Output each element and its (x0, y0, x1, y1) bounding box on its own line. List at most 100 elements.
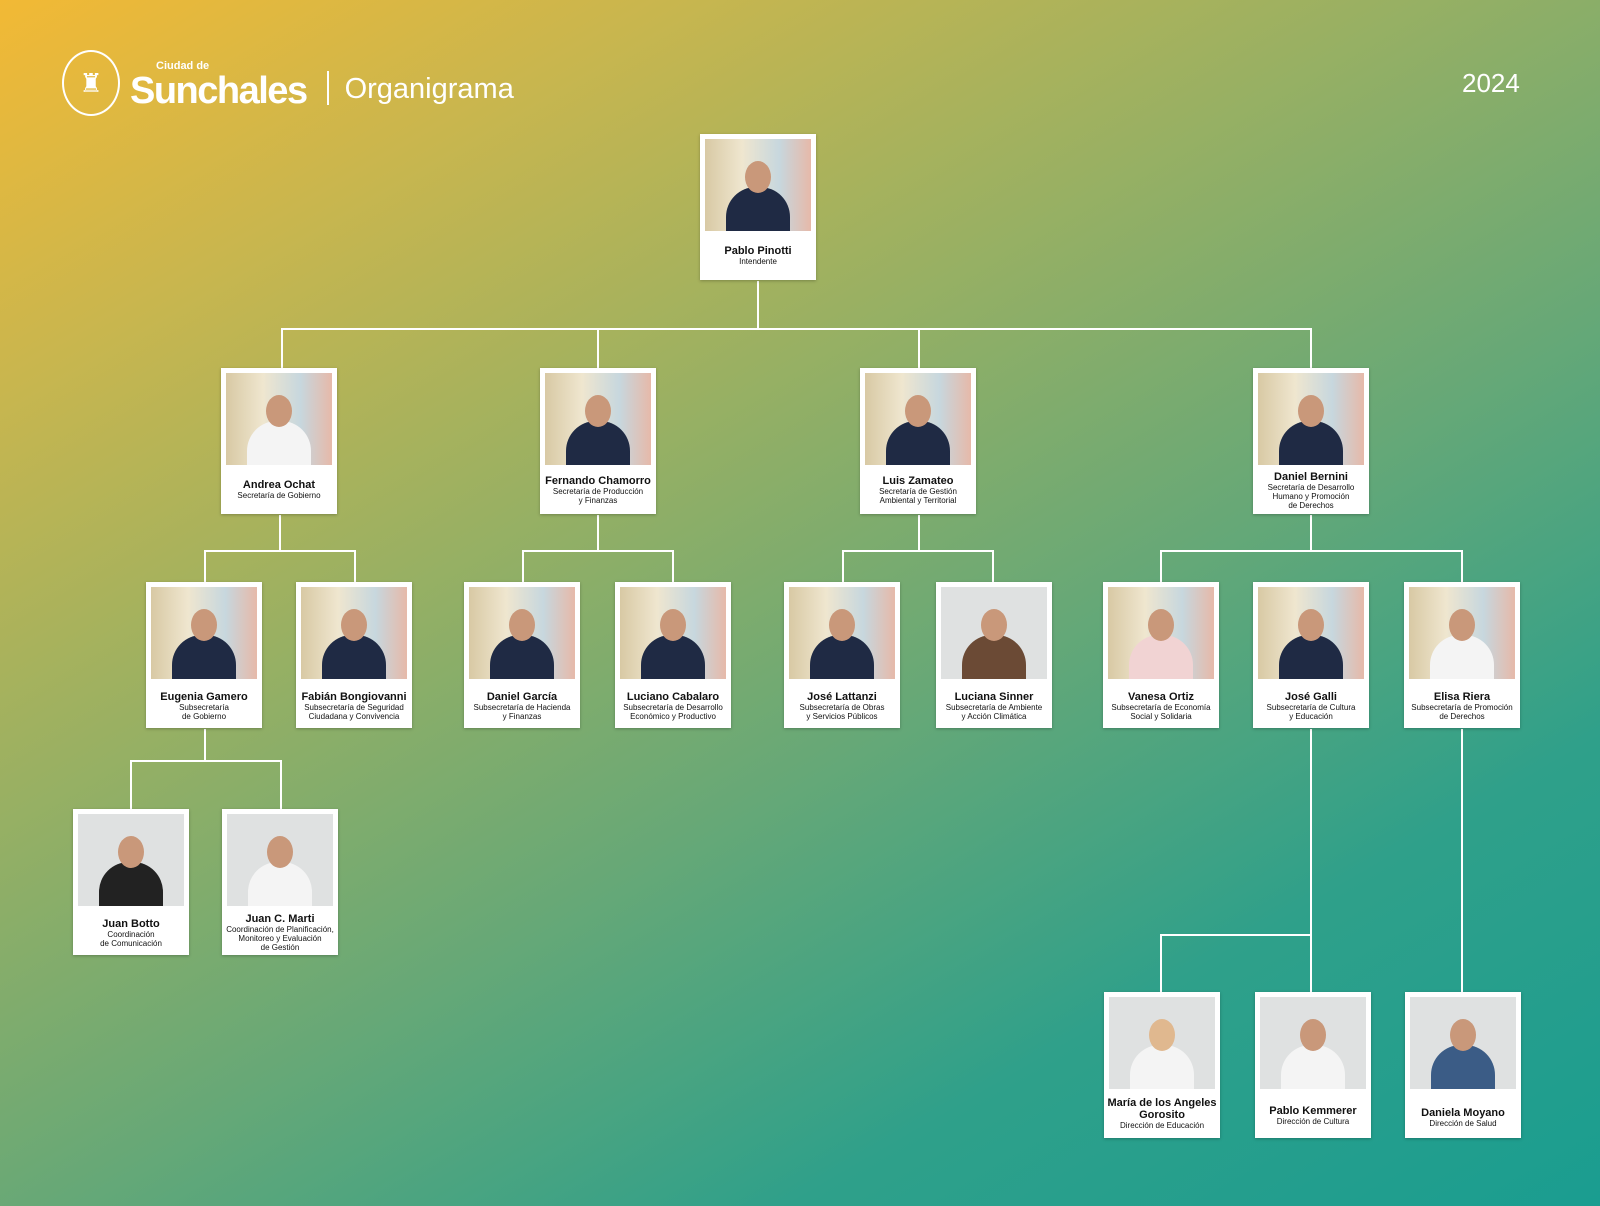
person-role: Secretaría de Desarrollo Humano y Promoc… (1267, 483, 1355, 510)
person-name: Luis Zamateo (882, 475, 954, 487)
person-role: Coordinación de Planificación, Monitoreo… (226, 925, 334, 952)
person-role: Secretaría de Gobierno (237, 491, 321, 500)
person-name: Juan Botto (102, 918, 160, 930)
person-name: Luciano Cabalaro (626, 691, 720, 703)
connector (281, 328, 283, 368)
connector (204, 550, 356, 552)
person-name: Pablo Pinotti (724, 245, 792, 257)
person-name: Vanesa Ortiz (1127, 691, 1195, 703)
connector (918, 515, 920, 551)
photo (226, 373, 332, 465)
photo (1108, 587, 1214, 679)
connector (354, 550, 356, 582)
year-label: 2024 (1462, 68, 1520, 98)
person-role: Intendente (739, 257, 777, 266)
sunchales-logo: ♜ Ciudad de Sunchales Organigrama (62, 50, 514, 116)
photo (865, 373, 971, 465)
connector (204, 550, 206, 582)
person-name: José Lattanzi (807, 691, 877, 703)
photo (789, 587, 895, 679)
person-role: Subsecretaría de Desarrollo Económico y … (623, 703, 723, 721)
person-role: Subsecretaría de Seguridad Ciudadana y C… (304, 703, 404, 721)
connector (1160, 934, 1162, 992)
photo (469, 587, 575, 679)
photo (151, 587, 257, 679)
person-name: Fernando Chamorro (545, 475, 651, 487)
connector (842, 550, 844, 582)
municipal-seal-icon: ♜ (62, 50, 120, 116)
connector (130, 760, 282, 762)
person-name: Luciana Sinner (954, 691, 1034, 703)
page-title: Organigrama (344, 72, 514, 105)
person-name: Daniel García (486, 691, 558, 703)
connector (279, 515, 281, 551)
photo (620, 587, 726, 679)
photo (301, 587, 407, 679)
person-name: Pablo Kemmerer (1269, 1105, 1357, 1117)
divider (326, 71, 329, 105)
connector (1461, 729, 1463, 992)
connector (672, 550, 674, 582)
person-name: Elisa Riera (1433, 691, 1491, 703)
photo (1260, 997, 1366, 1089)
connector (1160, 550, 1162, 582)
connector (597, 515, 599, 551)
person-role: Secretaría de Gestión Ambiental y Territ… (879, 487, 957, 505)
person-name: Daniel Bernini (1274, 471, 1348, 483)
connector (522, 550, 674, 552)
photo (227, 814, 333, 906)
photo (705, 139, 811, 231)
city-prefix: Ciudad de (156, 60, 210, 72)
connector (1310, 729, 1312, 992)
person-role: Subsecretaría de Cultura y Educación (1266, 703, 1356, 721)
person-name: María de los Angeles Gorosito (1107, 1097, 1217, 1121)
photo (78, 814, 184, 906)
connector (597, 328, 599, 368)
person-role: Subsecretaría de Promoción de Derechos (1411, 703, 1513, 721)
person-name: Juan C. Marti (245, 913, 315, 925)
photo (941, 587, 1047, 679)
person-role: Subsecretaría de Economía Social y Solid… (1111, 703, 1211, 721)
person-name: José Galli (1285, 691, 1337, 703)
person-role: Dirección de Salud (1429, 1119, 1497, 1128)
connector (281, 328, 1312, 330)
person-role: Subsecretaría de Ambiente y Acción Climá… (945, 703, 1043, 721)
city-name: Sunchales (130, 70, 308, 112)
connector (1160, 934, 1312, 936)
connector (1160, 550, 1463, 552)
person-name: Andrea Ochat (242, 479, 316, 491)
person-role: Subsecretaría de Gobierno (179, 703, 229, 721)
photo (1258, 587, 1364, 679)
connector (918, 328, 920, 368)
photo (1409, 587, 1515, 679)
connector (757, 281, 759, 329)
connector (1310, 328, 1312, 368)
photo (545, 373, 651, 465)
person-name: Fabián Bongiovanni (301, 691, 407, 703)
connector (204, 729, 206, 761)
photo (1109, 997, 1215, 1089)
photo (1410, 997, 1516, 1089)
city-wordmark: Ciudad de Sunchales (130, 60, 308, 112)
connector (992, 550, 994, 582)
person-role: Dirección de Educación (1119, 1121, 1205, 1130)
person-name: Eugenia Gamero (160, 691, 248, 703)
connector (522, 550, 524, 582)
